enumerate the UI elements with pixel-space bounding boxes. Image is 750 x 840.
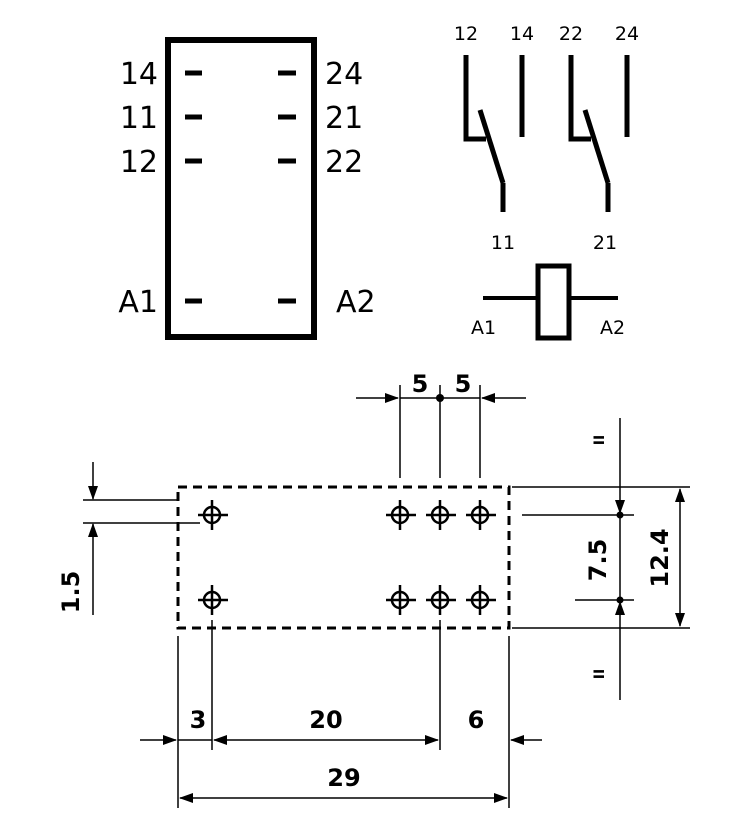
switch-blade-2 [582,109,611,184]
coil-label-a1: A1 [471,317,496,339]
pin-label-22: 22 [325,145,363,180]
dim-dot [436,394,444,402]
pcb-outline [176,485,511,630]
dim-label-body-length: 29 [327,764,360,792]
dim-pitch-top [356,385,526,478]
terminal-label-24: 24 [615,23,639,45]
contact-schematic: 12 14 22 24 11 21 A1 A2 [454,23,639,341]
pin-label-21: 21 [325,101,363,136]
dim-label-body-height: 12.4 [646,528,674,587]
terminal-label-22: 22 [559,23,583,45]
dim-dot [616,511,624,519]
contact-set-1 [463,55,525,212]
nc-contact-22 [568,55,591,142]
dim-row-spacing [522,418,634,700]
pin-label-14: 14 [120,57,158,92]
pin-label-11: 11 [120,101,158,136]
orientation-mark-top: II [592,435,608,445]
terminal-label-14: 14 [510,23,534,45]
terminal-label-12: 12 [454,23,478,45]
dim-label-offset-top: 1.5 [57,571,85,614]
pcb-layout: 5 5 1.5 12.4 7.5 II [57,370,690,808]
pin-label-a2: A2 [336,285,376,320]
dim-label-pitch-right: 5 [455,370,472,398]
pcb-hole [386,585,416,615]
dim-label-edge-left: 3 [190,706,207,734]
coil-label-a2: A2 [600,317,625,339]
dim-label-row-spacing: 7.5 [584,539,612,582]
pin-label-12: 12 [120,145,158,180]
dim-dot [616,596,624,604]
terminal-label-21: 21 [593,232,617,254]
relay-pinout: 14 11 12 A1 24 21 22 A2 [118,37,376,340]
relay-coil [483,263,618,341]
pcb-hole [386,500,416,530]
coil-box [535,263,572,341]
orientation-mark-bottom: II [592,669,608,679]
pcb-hole [426,500,456,530]
dim-label-span: 20 [309,706,342,734]
dim-bottom-chain [140,620,542,808]
pcb-hole [426,585,456,615]
pin-label-a1: A1 [118,285,158,320]
pcb-hole [466,585,496,615]
pcb-hole [198,585,228,615]
pcb-holes [198,500,496,615]
pin-marks [185,70,296,304]
dim-body-height [512,486,690,629]
dim-label-edge-right: 6 [468,706,485,734]
terminal-label-11: 11 [491,232,515,254]
pcb-hole [466,500,496,530]
contact-set-2 [568,55,630,212]
dim-label-pitch-left: 5 [412,370,429,398]
pin-label-24: 24 [325,57,363,92]
relay-body-outline [165,37,317,340]
nc-contact-12 [463,55,486,142]
switch-blade-1 [477,109,506,184]
pcb-hole [198,500,228,530]
dim-offset-top [83,462,200,615]
